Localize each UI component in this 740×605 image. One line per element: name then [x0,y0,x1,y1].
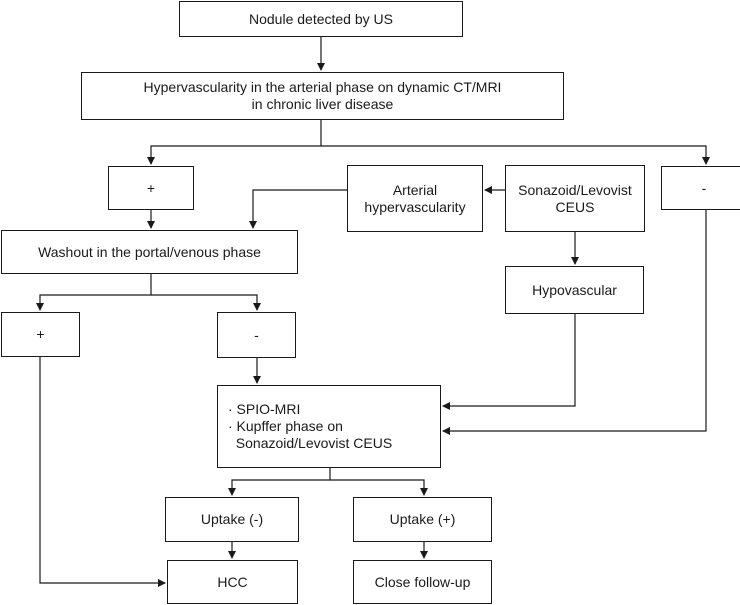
label-ceus-line2: CEUS [555,198,595,215]
box-close-follow-up: Close follow-up [353,560,492,604]
label-hcc: HCC [217,573,248,590]
arrow-spio-to-uptake-neg [228,468,331,496]
arrow-hyper-to-minus [321,145,710,165]
box-uptake-negative: Uptake (-) [165,497,299,542]
label-close-follow-up: Close follow-up [374,573,471,590]
arrow-hypovascular-to-spio [442,314,576,410]
box-uptake-positive: Uptake (+) [353,497,492,542]
box-negative-1: - [661,166,740,210]
box-positive-2: + [1,312,80,357]
box-hypovascular: Hypovascular [505,266,644,314]
box-washout: Washout in the portal/venous phase [1,230,298,274]
box-hypervascularity: Hypervascularity in the arterial phase o… [81,72,564,120]
label-arterial-line2: hypervascularity [364,198,466,215]
arrow-washout-to-plus [36,274,152,311]
arrow-washout-to-minus [151,294,261,311]
label-spio-line1: · SPIO-MRI [228,401,301,417]
label-positive-2: + [36,326,45,342]
label-washout: Washout in the portal/venous phase [38,243,261,260]
label-hypovascular: Hypovascular [532,281,617,298]
label-spio-line3: Sonazoid/Levovist CEUS [228,435,393,451]
label-spio-line2: · Kupffer phase on [228,418,343,434]
box-positive-1: + [108,166,194,210]
label-arterial-line1: Arterial [392,181,438,198]
label-uptake-negative: Uptake (-) [200,511,264,527]
box-nodule-detected: Nodule detected by US [179,1,463,37]
box-hcc: HCC [167,560,298,604]
label-nodule-detected: Nodule detected by US [249,10,393,27]
arrow-spio-to-uptake-pos [330,479,428,496]
arrow-minus1-to-spio [442,210,707,435]
label-hypervascularity-line2: in chronic liver disease [251,96,394,112]
arrow-plus2-to-hcc [39,357,166,587]
label-uptake-positive: Uptake (+) [389,511,456,527]
arrow-arterial-to-washout [249,189,347,229]
label-negative-1: - [701,179,707,196]
box-arterial-hypervascularity: Arterial hypervascularity [347,165,483,232]
box-spio-kupffer: · SPIO-MRI · Kupffer phase on Sonazoid/L… [217,385,441,468]
box-negative-2: - [217,312,296,358]
arrow-hyper-to-plus [147,120,322,165]
label-positive-1: + [146,179,156,196]
box-ceus: Sonazoid/Levovist CEUS [505,165,645,232]
label-hypervascularity-line1: Hypervascularity in the arterial phase o… [143,79,502,95]
label-negative-2: - [254,326,259,343]
label-ceus-line1: Sonazoid/Levovist [518,181,632,198]
